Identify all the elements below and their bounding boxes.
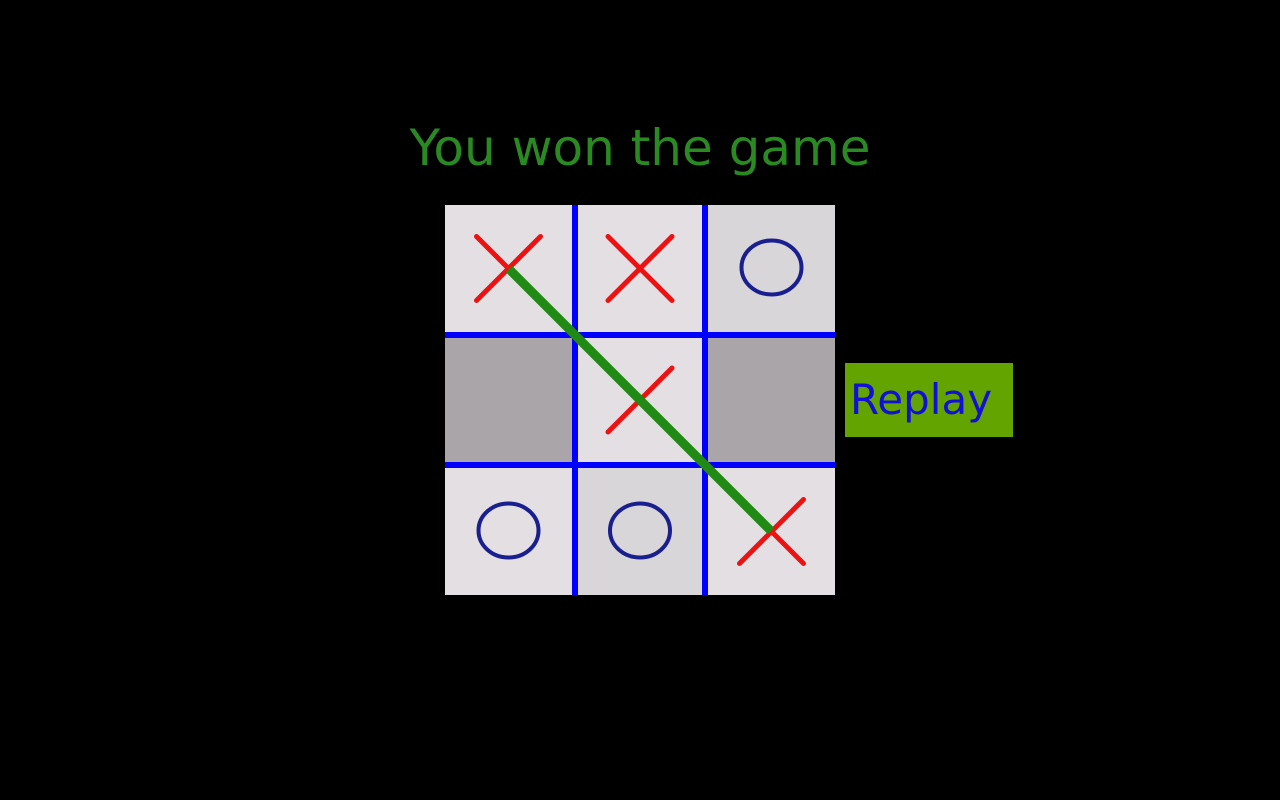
board-cell-r0-c1[interactable] xyxy=(578,205,702,332)
board-cell-r2-c0[interactable] xyxy=(445,468,572,595)
replay-button[interactable]: Replay xyxy=(845,363,1013,437)
board-cell-r1-c2[interactable] xyxy=(708,338,835,462)
o-mark-icon xyxy=(476,501,541,560)
x-mark-icon xyxy=(474,234,543,303)
game-status-message: You won the game xyxy=(409,119,871,177)
board-cell-r2-c1[interactable] xyxy=(578,468,702,595)
board-cell-r1-c0[interactable] xyxy=(445,338,572,462)
x-mark-icon xyxy=(737,497,806,566)
board-cell-r2-c2[interactable] xyxy=(708,468,835,595)
board-cell-r0-c0[interactable] xyxy=(445,205,572,332)
board-cell-r0-c2[interactable] xyxy=(708,205,835,332)
o-mark-icon xyxy=(739,238,804,297)
tic-tac-toe-board xyxy=(445,205,835,595)
board-cell-r1-c1[interactable] xyxy=(578,338,702,462)
x-mark-icon xyxy=(605,234,675,303)
o-mark-icon xyxy=(608,501,672,560)
x-mark-icon xyxy=(605,365,675,435)
